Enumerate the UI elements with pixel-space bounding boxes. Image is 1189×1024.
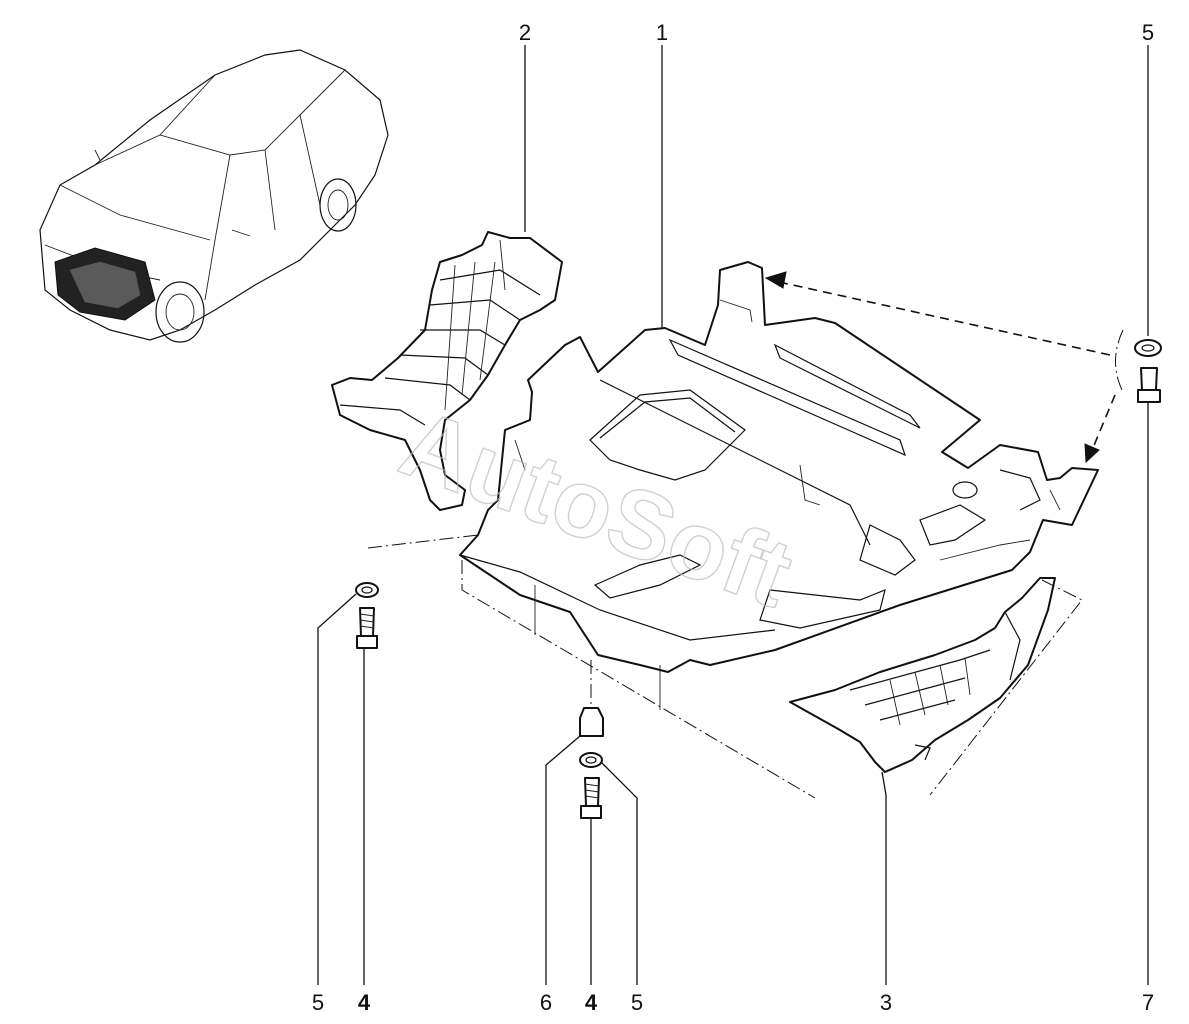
arrow-heads [764,271,1100,464]
callout-part-1: 1 [656,20,668,45]
fastener-washer-right [1134,339,1162,357]
alignment-lines [367,279,1124,799]
callout-part-6: 6 [540,990,552,1015]
callout-part-5-top: 5 [1142,20,1154,45]
fastener-clip-nut [579,707,604,737]
callout-part-4-left: 4 [358,990,371,1015]
right-side-shield [789,577,1056,773]
left-side-shield [331,231,563,511]
callout-part-7: 7 [1142,990,1154,1015]
callout-part-5-left: 5 [312,990,324,1015]
fastener-screw-left [356,607,378,649]
fastener-screw-center [580,777,602,819]
callout-part-3: 3 [880,990,892,1015]
callout-labels: 2 1 5 5 4 6 4 5 3 7 [312,20,1154,1015]
leader-lines [317,45,1149,985]
vehicle-locator-sketch [39,49,389,343]
callout-part-2: 2 [519,20,531,45]
fastener-washer-left [355,582,379,598]
fastener-bolt-right [1137,367,1161,403]
engine-undertray-main [459,261,1099,673]
callout-part-5-center: 5 [631,990,643,1015]
callout-part-4-center: 4 [585,990,598,1015]
fastener-washer-center [579,752,603,768]
